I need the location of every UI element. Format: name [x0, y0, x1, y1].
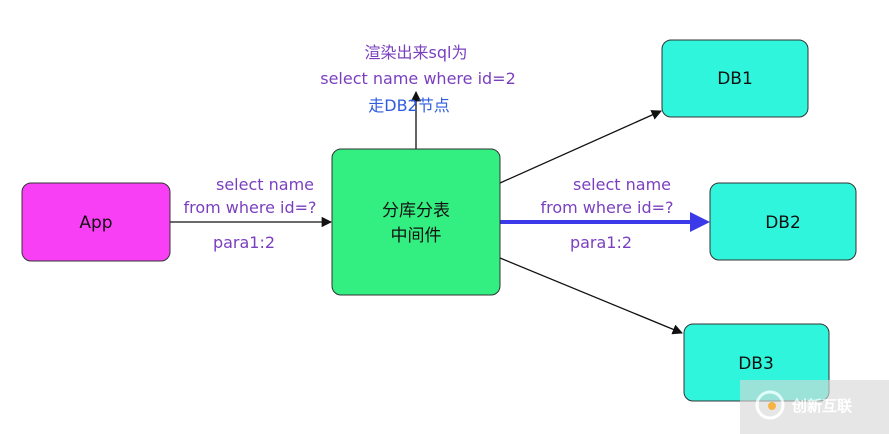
edge-app-label-line1: select name — [216, 175, 314, 194]
watermark: 创新互联 — [740, 380, 889, 434]
node-db1-label: DB1 — [717, 69, 753, 89]
node-app-label: App — [79, 213, 112, 233]
node-db1[interactable]: DB1 — [661, 39, 809, 118]
edge-middleware-to-db1 — [499, 110, 662, 184]
node-db1-box — [661, 39, 809, 118]
node-middleware-label-line1: 分库分表 — [382, 201, 450, 221]
edge-app-label-line2: from where id=? — [183, 198, 316, 217]
edge-app-param: para1:2 — [213, 233, 275, 252]
watermark-text: 创新互联 — [791, 397, 853, 415]
node-app[interactable]: App — [21, 182, 171, 262]
watermark-background — [740, 380, 889, 434]
node-db2[interactable]: DB2 — [709, 182, 857, 261]
node-middleware[interactable]: 分库分表 中间件 — [331, 148, 501, 296]
node-db2-label: DB2 — [765, 213, 801, 233]
edge-db2-label-line2: from where id=? — [540, 198, 673, 217]
node-db2-box — [709, 182, 857, 261]
edge-db2-param: para1:2 — [570, 233, 632, 252]
render-note-line1: 渲染出来sql为 — [365, 43, 468, 62]
node-middleware-box — [331, 148, 501, 296]
edge-middleware-to-db3 — [499, 257, 683, 335]
edge-db2-label-line1: select name — [573, 175, 671, 194]
render-note-line2: select name where id=2 — [320, 69, 516, 88]
watermark-logo-icon — [755, 390, 785, 420]
node-middleware-label-line2: 中间件 — [391, 226, 442, 246]
node-db3-label: DB3 — [738, 354, 774, 374]
render-note-line3: 走DB2节点 — [368, 96, 449, 115]
node-app-box — [21, 182, 171, 262]
watermark-logo-dot-icon — [768, 402, 776, 410]
